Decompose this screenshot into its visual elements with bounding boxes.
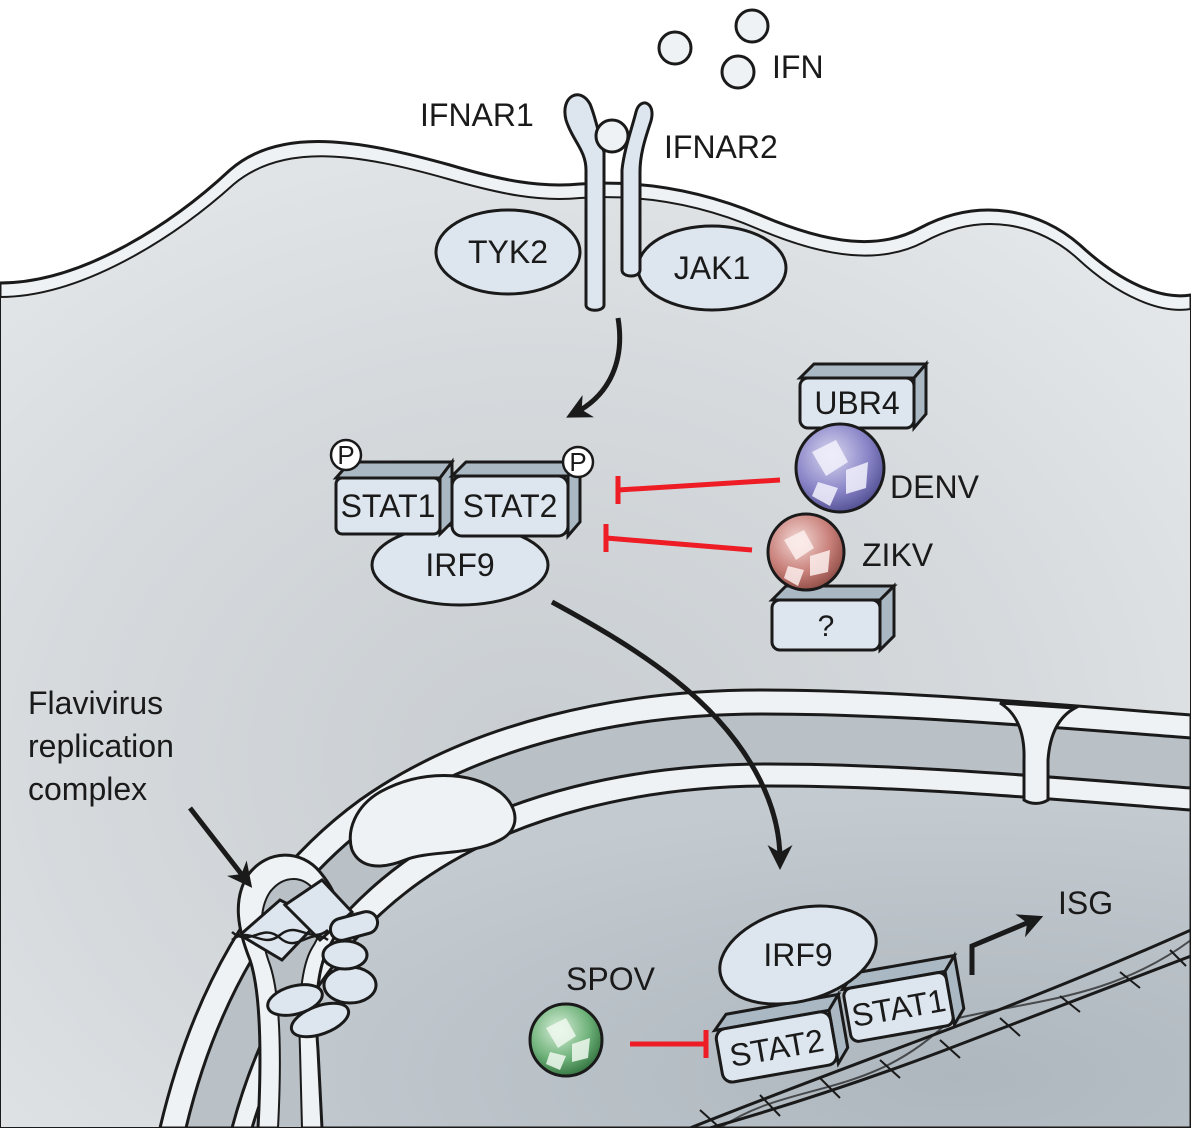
- denv-virion: [794, 422, 886, 514]
- ifn-ligands: IFN: [657, 8, 824, 90]
- virion-icon: [766, 512, 846, 592]
- ifn-molecule: [720, 54, 756, 90]
- stat2-label: STAT2: [463, 488, 558, 524]
- replication-complex: [231, 878, 380, 1039]
- denv-ubr4-group: UBR4 DENV: [794, 359, 980, 514]
- zikv-inhibition: [603, 524, 753, 553]
- stat1-protein: [842, 971, 955, 1043]
- ifn-label: IFN: [772, 49, 824, 85]
- nuclear-pore: [999, 701, 1081, 805]
- unknown-factor: [770, 598, 882, 652]
- spov-label: SPOV: [566, 961, 656, 997]
- ifnar-receptor-complex: TYK2 JAK1 IFNAR1 IFNAR2: [420, 93, 788, 312]
- stat1-protein: [334, 476, 442, 536]
- signal-arrow-1: [566, 317, 623, 418]
- bound-ifn: [594, 118, 630, 154]
- flavivirus-label-line3: complex: [28, 771, 147, 807]
- phospho-stat2: [561, 445, 595, 479]
- virion-icon: [794, 422, 886, 514]
- flavivirus-label-line1: Flavivirus: [28, 685, 163, 721]
- isgf3-complex-nucleus: STAT2 STAT1 IRF9: [711, 904, 966, 1084]
- ifn-molecule: [734, 8, 770, 44]
- irf9-protein: [718, 904, 878, 1006]
- isg-label: ISG: [1058, 885, 1113, 921]
- spov-inhibition: [630, 1030, 709, 1058]
- virion-icon: [528, 1002, 604, 1078]
- stat2-protein: [450, 474, 570, 538]
- ifnar1-label: IFNAR1: [420, 97, 534, 133]
- denv-label: DENV: [890, 469, 980, 505]
- phospho-label: P: [337, 440, 354, 470]
- ubr4-label: UBR4: [814, 385, 899, 421]
- unknown-factor-label: ?: [818, 610, 835, 643]
- dna-helix-icon: [231, 928, 329, 945]
- denv-inhibition: [615, 476, 781, 504]
- flavivirus-annotation: Flavivirus replication complex: [28, 685, 253, 888]
- irf9-label: IRF9: [763, 937, 832, 973]
- jak1-label: JAK1: [674, 250, 750, 286]
- ifn-molecule: [657, 30, 693, 66]
- phospho-label: P: [569, 447, 586, 477]
- irf9-label: IRF9: [425, 547, 494, 583]
- ifnar2-label: IFNAR2: [664, 129, 778, 165]
- signal-arrow-2: [550, 599, 793, 870]
- ifnar1-receptor: [563, 93, 606, 312]
- stat1-label: STAT1: [341, 488, 436, 524]
- flavivirus-label-line2: replication: [28, 728, 174, 764]
- stat2-protein: [714, 1010, 839, 1084]
- zikv-label: ZIKV: [862, 537, 934, 573]
- isgf3-complex-cytoplasm: IRF9 STAT1 STAT2 P P: [329, 438, 595, 607]
- zikv-group: ? ZIKV: [766, 512, 934, 654]
- transcription-arrow: [969, 914, 1044, 975]
- flavivirus-arrow: [188, 806, 253, 888]
- ifnar2-receptor: [620, 101, 654, 278]
- phospho-stat1: [329, 438, 363, 472]
- tyk2-kinase: [434, 208, 582, 296]
- tyk2-label: TYK2: [468, 234, 548, 270]
- spov-group: SPOV: [528, 961, 709, 1078]
